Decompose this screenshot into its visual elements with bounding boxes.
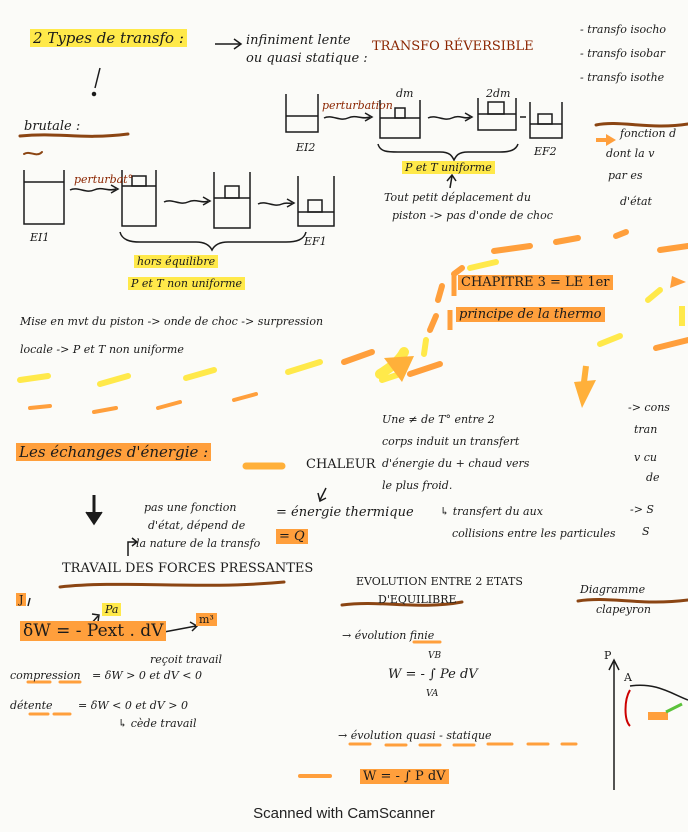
bound-va: VA bbox=[426, 689, 439, 699]
types-title: 2 Types de transfo : bbox=[30, 29, 187, 47]
perturbation-label: perturbation bbox=[322, 99, 393, 112]
detente-note: ↳ cède travail bbox=[118, 717, 197, 730]
fonction-2: dont la v bbox=[606, 147, 655, 160]
quasi-statique: ou quasi statique : bbox=[246, 51, 368, 66]
w-finie: W = - ∫ Pe dV bbox=[388, 667, 478, 682]
infiniment-lente: infiniment lente bbox=[246, 33, 351, 48]
chapitre-line-1: CHAPITRE 3 = LE 1er bbox=[458, 275, 613, 290]
chaleur-label: CHALEUR bbox=[306, 457, 376, 472]
bound-vb: VB bbox=[428, 651, 442, 661]
detente-expr: = δW < 0 et dV > 0 bbox=[78, 699, 188, 712]
evolution-finie: → évolution finie bbox=[342, 629, 435, 642]
perturbat-label: perturbat° bbox=[74, 173, 134, 186]
w-quasi: W = - ∫ P dV bbox=[360, 769, 449, 784]
s-1: -> S bbox=[630, 503, 654, 516]
diagramme-2: clapeyron bbox=[596, 603, 651, 616]
point-a: A bbox=[624, 671, 632, 684]
reversible-title: TRANSFO RÉVERSIBLE bbox=[372, 39, 534, 54]
pas-fonction-1: pas une fonction bbox=[144, 501, 237, 514]
work-formula: δW = - Pext . dV bbox=[20, 621, 167, 641]
dm-label: dm bbox=[396, 87, 414, 100]
ei2-label: EI2 bbox=[296, 141, 316, 154]
detente-label: détente bbox=[10, 699, 53, 712]
fonction-4: d'état bbox=[620, 195, 652, 208]
une-diff-3: d'énergie du + chaud vers bbox=[382, 457, 530, 470]
list-item: - transfo isothe bbox=[580, 71, 665, 84]
une-diff-4: le plus froid. bbox=[382, 479, 453, 492]
transfert-1: ↳ transfert du aux bbox=[440, 505, 543, 518]
pt-uniforme: P et T uniforme bbox=[402, 161, 495, 174]
pas-fonction-2: d'état, dépend de bbox=[148, 519, 246, 532]
mise-en-mvt-2: locale -> P et T non uniforme bbox=[20, 343, 184, 356]
eq-q: = Q bbox=[276, 529, 308, 544]
diagramme-1: Diagramme bbox=[580, 583, 646, 596]
fonction-3: par es bbox=[608, 169, 643, 182]
travail-title: TRAVAIL DES FORCES PRESSANTES bbox=[62, 561, 314, 576]
evolution-title-2: D'EQUILIBRE bbox=[378, 593, 457, 606]
tout-petit-2: piston -> pas d'onde de choc bbox=[392, 209, 553, 222]
hors-equilibre: hors équilibre bbox=[134, 255, 219, 268]
cons-1: -> cons bbox=[628, 401, 670, 414]
une-diff-1: Une ≠ de T° entre 2 bbox=[382, 413, 495, 426]
unit-j: J bbox=[16, 593, 27, 606]
une-diff-2: corps induit un transfert bbox=[382, 435, 520, 448]
unit-m3: m³ bbox=[196, 613, 217, 626]
s-2: S bbox=[642, 525, 650, 538]
list-item: - transfo isobar bbox=[580, 47, 666, 60]
chapitre-line-2: principe de la thermo bbox=[456, 307, 605, 322]
dm2-label: 2dm bbox=[486, 87, 511, 100]
compression-label: compression bbox=[10, 669, 81, 682]
compression-expr: = δW > 0 et dV < 0 bbox=[92, 669, 202, 682]
evolution-quasi: → évolution quasi - statique bbox=[338, 729, 492, 742]
ef2-label: EF2 bbox=[534, 145, 557, 158]
pt-non-uniforme: P et T non uniforme bbox=[128, 277, 246, 290]
brutale-label: brutale : bbox=[24, 119, 81, 134]
cons-2: tran bbox=[634, 423, 658, 436]
cons-3: v cu bbox=[634, 451, 657, 464]
axis-p: P bbox=[604, 649, 612, 662]
cons-4: de bbox=[646, 471, 660, 484]
echanges-energie: Les échanges d'énergie : bbox=[16, 443, 212, 461]
ef1-label: EF1 bbox=[304, 235, 327, 248]
evolution-title-1: EVOLUTION ENTRE 2 ETATS bbox=[356, 575, 523, 588]
tout-petit-1: Tout petit déplacement du bbox=[384, 191, 531, 204]
ei1-label: EI1 bbox=[30, 231, 50, 244]
energie-thermique: = énergie thermique bbox=[276, 505, 414, 520]
list-item: - transfo isocho bbox=[580, 23, 667, 36]
transfert-2: collisions entre les particules bbox=[452, 527, 616, 540]
unit-pa: Pa bbox=[102, 603, 122, 616]
compression-note: reçoit travail bbox=[150, 653, 223, 666]
pas-fonction-3: la nature de la transfo bbox=[136, 537, 261, 550]
mise-en-mvt-1: Mise en mvt du piston -> onde de choc ->… bbox=[20, 315, 324, 328]
camscanner-footer: Scanned with CamScanner bbox=[253, 805, 435, 822]
fonction-1: fonction d bbox=[620, 127, 677, 140]
